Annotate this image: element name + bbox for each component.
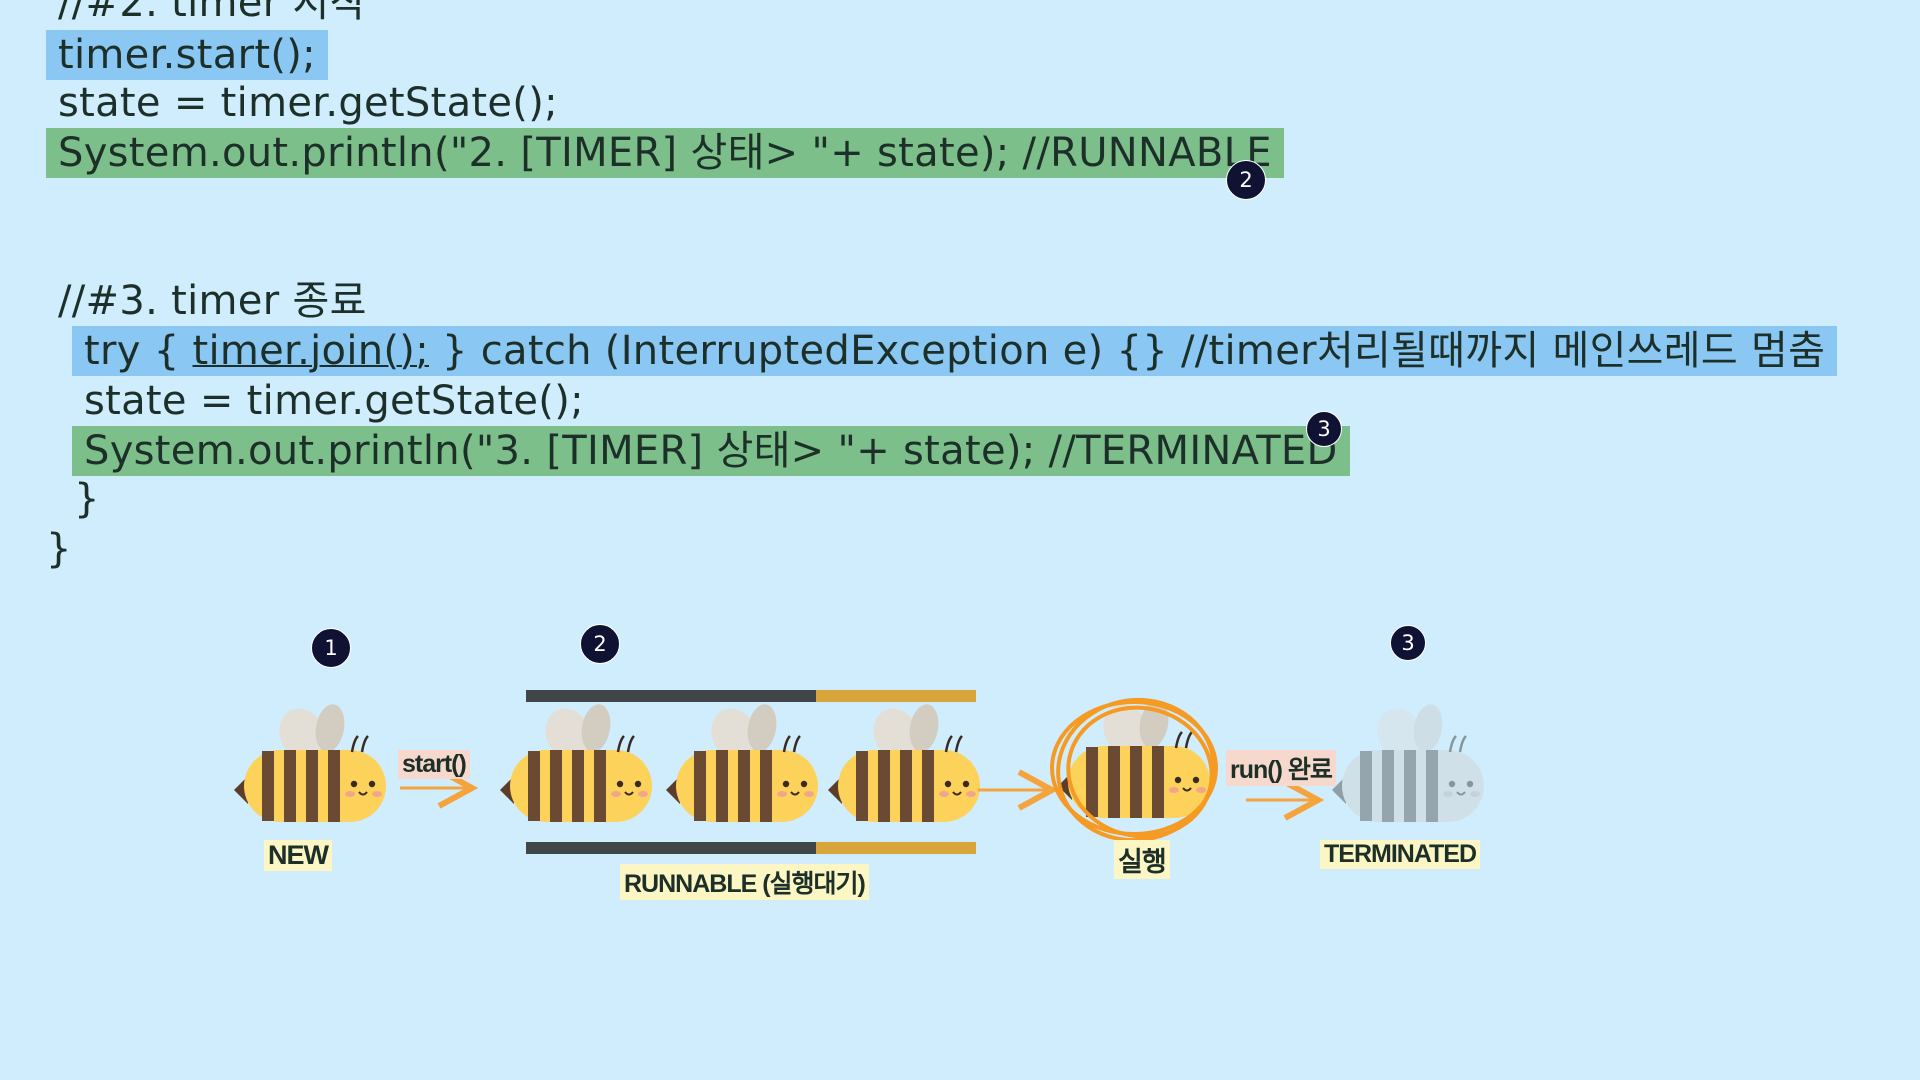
- queue-bar-bottom-gold: [816, 842, 976, 854]
- queue-bar-top-gold: [816, 690, 976, 702]
- state-label-runnable: RUNNABLE (실행대기): [620, 864, 869, 900]
- code-brace-inner: }: [74, 476, 100, 522]
- state-label-running: 실행: [1114, 840, 1170, 879]
- scribble-circle-icon: [1050, 697, 1218, 843]
- step-badge-diagram-1: 1: [311, 628, 351, 668]
- step-badge-code-2: 2: [1226, 160, 1266, 200]
- code-try-suffix: } catch (InterruptedException e) {} //ti…: [428, 328, 1826, 374]
- code-line-state-1: state = timer.getState();: [58, 80, 558, 126]
- code-comment-2: //#2. timer 시작: [58, 0, 367, 26]
- queue-bar-bottom-dark: [526, 842, 816, 854]
- code-try-prefix: try {: [84, 328, 193, 374]
- state-label-new: NEW: [264, 840, 332, 871]
- bee-icon-runnable-3: [826, 699, 982, 824]
- bee-icon-runnable-1: [498, 699, 654, 824]
- code-comment-3: //#3. timer 종료: [58, 278, 367, 324]
- bee-icon-terminated: [1330, 699, 1486, 824]
- step-badge-code-3: 3: [1306, 411, 1342, 447]
- transition-label-start: start(): [398, 750, 470, 779]
- bee-icon-new: [232, 699, 388, 824]
- transition-label-run-done: run() 완료: [1226, 750, 1336, 786]
- bee-icon-runnable-2: [664, 699, 820, 824]
- state-label-terminated: TERMINATED: [1320, 840, 1481, 869]
- step-badge-diagram-2: 2: [580, 624, 620, 664]
- code-brace-outer: }: [46, 526, 72, 572]
- code-line-state-2: state = timer.getState();: [84, 378, 584, 424]
- code-line-try: try { timer.join(); } catch (Interrupted…: [72, 326, 1838, 376]
- queue-bar-top-dark: [526, 690, 816, 702]
- code-try-join: timer.join();: [192, 328, 429, 374]
- code-line-print-3: System.out.println("3. [TIMER] 상태> "+ st…: [72, 426, 1350, 476]
- step-badge-diagram-3: 3: [1390, 625, 1426, 661]
- code-line-start: timer.start();: [46, 30, 328, 80]
